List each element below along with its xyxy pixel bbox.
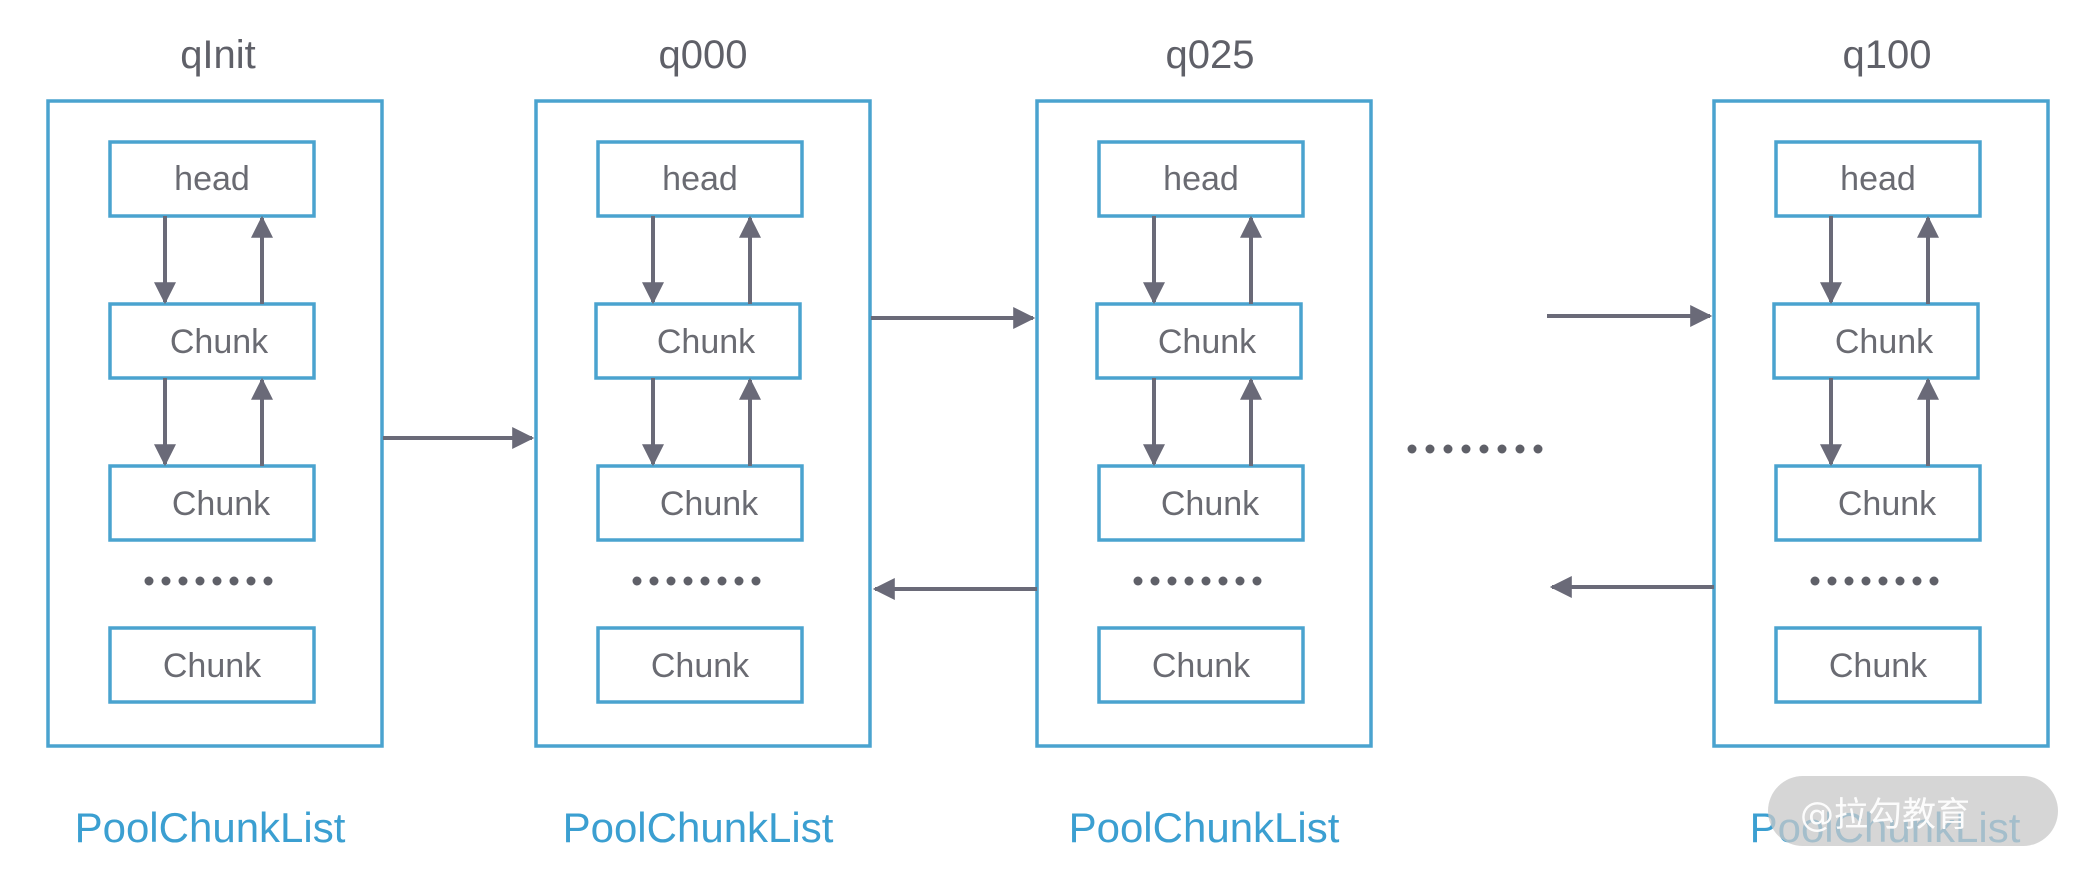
node-label: Chunk (657, 323, 756, 361)
ellipsis-dots (632, 576, 761, 586)
node-label: head (1163, 160, 1239, 198)
watermark-text: @拉勾教育 (1800, 795, 1970, 835)
list-title-q000: q000 (659, 33, 748, 77)
node-label: Chunk (172, 485, 271, 523)
node-chunk: Chunk (108, 626, 316, 704)
node-label: Chunk (1158, 323, 1257, 361)
ellipsis-dots (144, 576, 273, 586)
node-chunk: Chunk (596, 626, 804, 704)
node-chunk: Chunk (108, 302, 316, 380)
ellipsis-dots (1810, 576, 1939, 586)
node-label: head (174, 160, 250, 198)
chunk-list-q025: q025 head Chunk Chunk Chunk (1035, 33, 1373, 851)
list-title-qinit: qInit (180, 33, 256, 77)
node-chunk: Chunk (1772, 302, 1980, 380)
node-head: head (108, 140, 316, 218)
node-label: Chunk (651, 647, 750, 685)
node-chunk: Chunk (108, 464, 316, 542)
node-head: head (596, 140, 804, 218)
ellipsis-dots (1133, 576, 1262, 586)
node-label: Chunk (660, 485, 759, 523)
node-label: Chunk (1835, 323, 1934, 361)
list-container-qinit (46, 99, 384, 748)
node-label: Chunk (170, 323, 269, 361)
list-title-q100: q100 (1843, 33, 1932, 77)
list-caption-qinit: PoolChunkList (75, 804, 346, 851)
chunk-list-qinit: qInit head Chunk Chunk Chunk (46, 33, 384, 851)
node-label: head (1840, 160, 1916, 198)
node-head: head (1774, 140, 1982, 218)
list-container-q100 (1712, 99, 2050, 748)
node-chunk: Chunk (594, 302, 802, 380)
node-label: Chunk (1838, 485, 1937, 523)
node-chunk: Chunk (1095, 302, 1303, 380)
list-title-q025: q025 (1166, 33, 1255, 77)
node-chunk: Chunk (1097, 626, 1305, 704)
node-label: Chunk (163, 647, 262, 685)
node-label: Chunk (1829, 647, 1928, 685)
node-label: Chunk (1152, 647, 1251, 685)
list-caption-q025: PoolChunkList (1069, 804, 1340, 851)
list-container-q025 (1035, 99, 1373, 748)
node-chunk: Chunk (1774, 464, 1982, 542)
node-chunk: Chunk (1774, 626, 1982, 704)
node-label: head (662, 160, 738, 198)
chunk-list-q000: q000 head Chunk Chunk Chunk (534, 33, 872, 851)
node-head: head (1097, 140, 1305, 218)
node-chunk: Chunk (1097, 464, 1305, 542)
list-caption-q000: PoolChunkList (563, 804, 834, 851)
watermark: @拉勾教育 (1768, 776, 2058, 846)
node-chunk: Chunk (596, 464, 804, 542)
middle-ellipsis-dots (1407, 444, 1543, 454)
node-label: Chunk (1161, 485, 1260, 523)
list-container-q000 (534, 99, 872, 748)
chunk-list-q100: q100 head Chunk Chunk Chunk (1712, 33, 2050, 851)
